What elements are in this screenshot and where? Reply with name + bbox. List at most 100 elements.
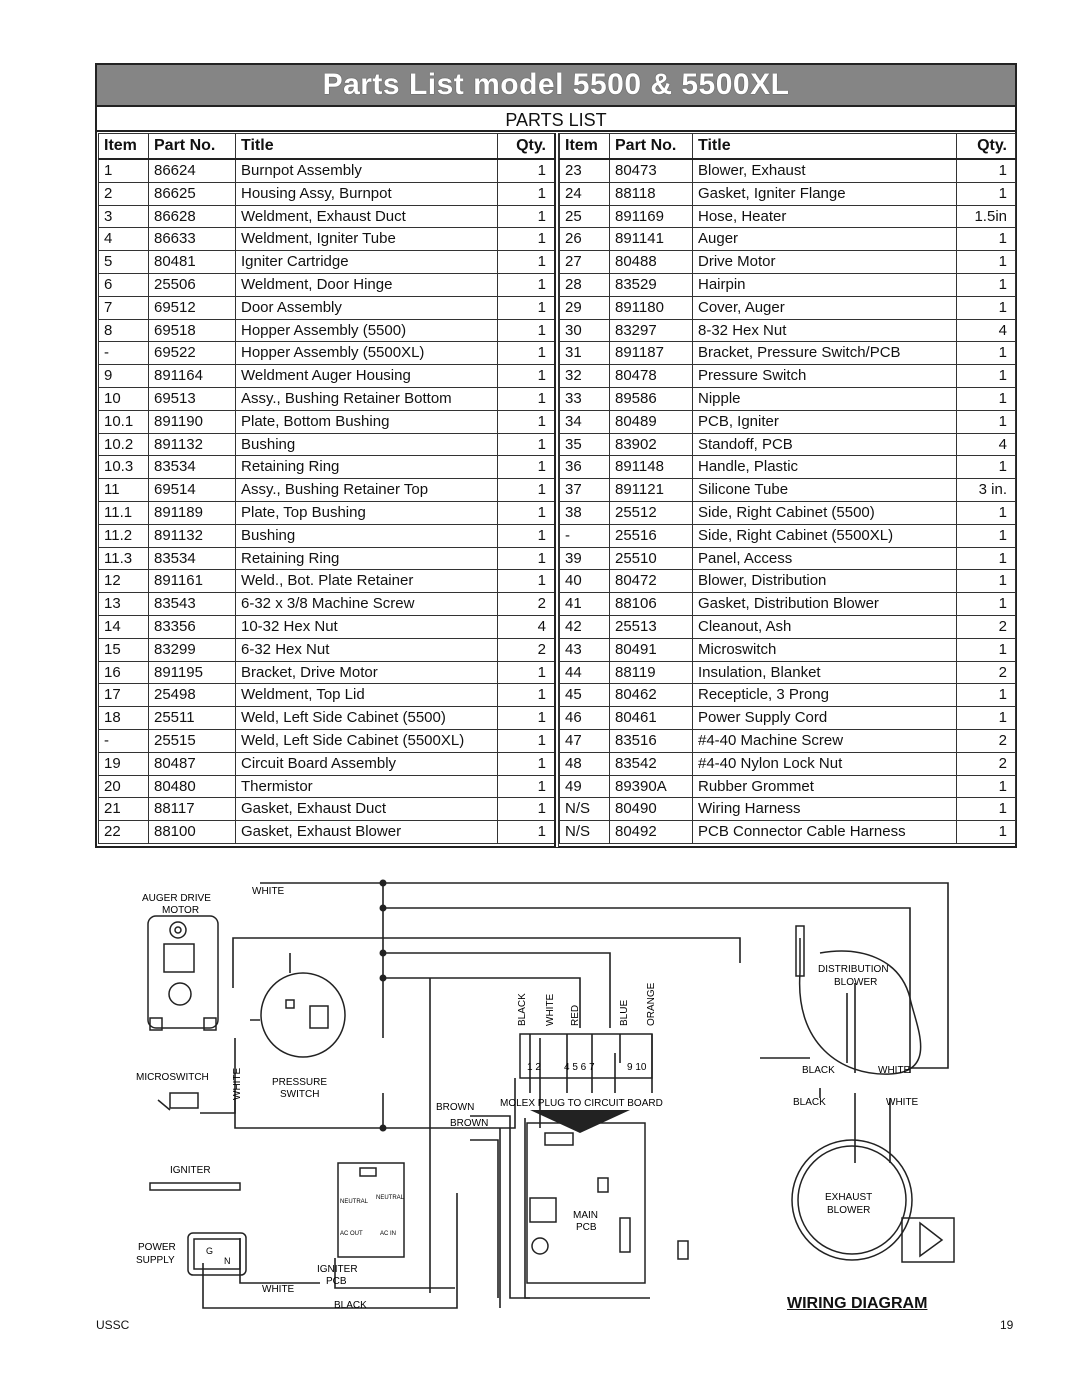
exhaust-label: EXHAUST xyxy=(825,1192,872,1203)
item-cell: 11.1 xyxy=(98,500,149,525)
item-cell: 24 xyxy=(559,181,610,206)
title-cell: Drive Motor xyxy=(692,250,957,274)
title-cell: Plate, Bottom Bushing xyxy=(235,409,498,434)
white-vertical-label: WHITE xyxy=(232,1067,243,1100)
molex-arrow-icon xyxy=(530,1110,630,1133)
white-bottom-label: WHITE xyxy=(262,1284,295,1295)
part-no-cell: 69518 xyxy=(148,318,236,343)
part-no-cell: 80461 xyxy=(609,706,693,730)
igniter-pcb-icon xyxy=(337,1162,405,1258)
title-cell: Weld., Bot. Plate Retainer xyxy=(235,569,498,594)
title-cell: Nipple xyxy=(692,386,957,411)
neutral-2-label: NEUTRAL xyxy=(376,1195,405,1201)
item-cell: 28 xyxy=(559,272,610,297)
title-cell: Weldment Auger Housing xyxy=(235,364,498,388)
item-cell: 39 xyxy=(559,546,610,571)
ground-label: G xyxy=(206,1246,213,1256)
title-cell: Panel, Access xyxy=(692,546,957,571)
wire-orange-label: ORANGE xyxy=(646,982,657,1026)
qty-cell: 1 xyxy=(956,820,1016,844)
column-header-title: Title xyxy=(692,133,957,160)
qty-cell: 1 xyxy=(956,706,1016,730)
part-no-cell: 25516 xyxy=(609,523,693,548)
qty-cell: 2 xyxy=(956,614,1016,639)
part-no-cell: 89390A xyxy=(609,774,693,799)
supply-label: SUPPLY xyxy=(136,1255,175,1266)
qty-cell: 1 xyxy=(956,250,1016,274)
title-cell: 6-32 x 3/8 Machine Screw xyxy=(235,592,498,616)
part-no-cell: 891187 xyxy=(609,341,693,366)
title-cell: Recepticle, 3 Prong xyxy=(692,683,957,708)
qty-cell: 1 xyxy=(956,500,1016,525)
title-cell: Plate, Top Bushing xyxy=(235,500,498,525)
title-cell: Thermistor xyxy=(235,774,498,799)
title-cell: Power Supply Cord xyxy=(692,706,957,730)
item-cell: 1 xyxy=(98,158,149,183)
item-cell: - xyxy=(98,341,149,366)
title-cell: Bushing xyxy=(235,432,498,457)
title-cell: Igniter Cartridge xyxy=(235,250,498,274)
qty-cell: 4 xyxy=(956,432,1016,457)
qty-cell: 1 xyxy=(956,523,1016,548)
part-no-cell: 25498 xyxy=(148,683,236,708)
page-number: 19 xyxy=(1000,1318,1014,1332)
title-cell: Rubber Grommet xyxy=(692,774,957,799)
part-no-cell: 25515 xyxy=(148,728,236,753)
title-cell: Side, Right Cabinet (5500) xyxy=(692,500,957,525)
qty-cell: 1 xyxy=(956,364,1016,388)
column-header-qty: Qty. xyxy=(497,133,555,160)
part-no-cell: 86628 xyxy=(148,204,236,229)
item-cell: 3 xyxy=(98,204,149,229)
title-cell: Retaining Ring xyxy=(235,455,498,480)
qty-cell: 1 xyxy=(956,455,1016,480)
title-cell: Hairpin xyxy=(692,272,957,297)
qty-cell: 1 xyxy=(956,158,1016,183)
ac-out-label: AC OUT xyxy=(340,1231,363,1237)
item-cell: 17 xyxy=(98,683,149,708)
item-cell: 4 xyxy=(98,227,149,252)
qty-cell: 1 xyxy=(497,204,555,229)
item-cell: 41 xyxy=(559,592,610,616)
pins-1-label: 1 2 xyxy=(527,1062,541,1073)
qty-cell: 1 xyxy=(497,227,555,252)
item-cell: 19 xyxy=(98,751,149,776)
item-cell: 7 xyxy=(98,295,149,320)
title-cell: Handle, Plastic xyxy=(692,455,957,480)
part-no-cell: 80462 xyxy=(609,683,693,708)
part-no-cell: 80478 xyxy=(609,364,693,388)
part-no-cell: 891132 xyxy=(148,432,236,457)
part-no-cell: 83534 xyxy=(148,455,236,480)
qty-cell: 1 xyxy=(497,728,555,753)
parts-list-subtitle: PARTS LIST xyxy=(97,106,1015,132)
part-no-cell: 83356 xyxy=(148,614,236,639)
qty-cell: 2 xyxy=(497,592,555,616)
qty-cell: 1 xyxy=(497,820,555,844)
item-cell: 43 xyxy=(559,637,610,662)
item-cell: - xyxy=(559,523,610,548)
part-no-cell: 83297 xyxy=(609,318,693,343)
part-no-cell: 80490 xyxy=(609,797,693,822)
